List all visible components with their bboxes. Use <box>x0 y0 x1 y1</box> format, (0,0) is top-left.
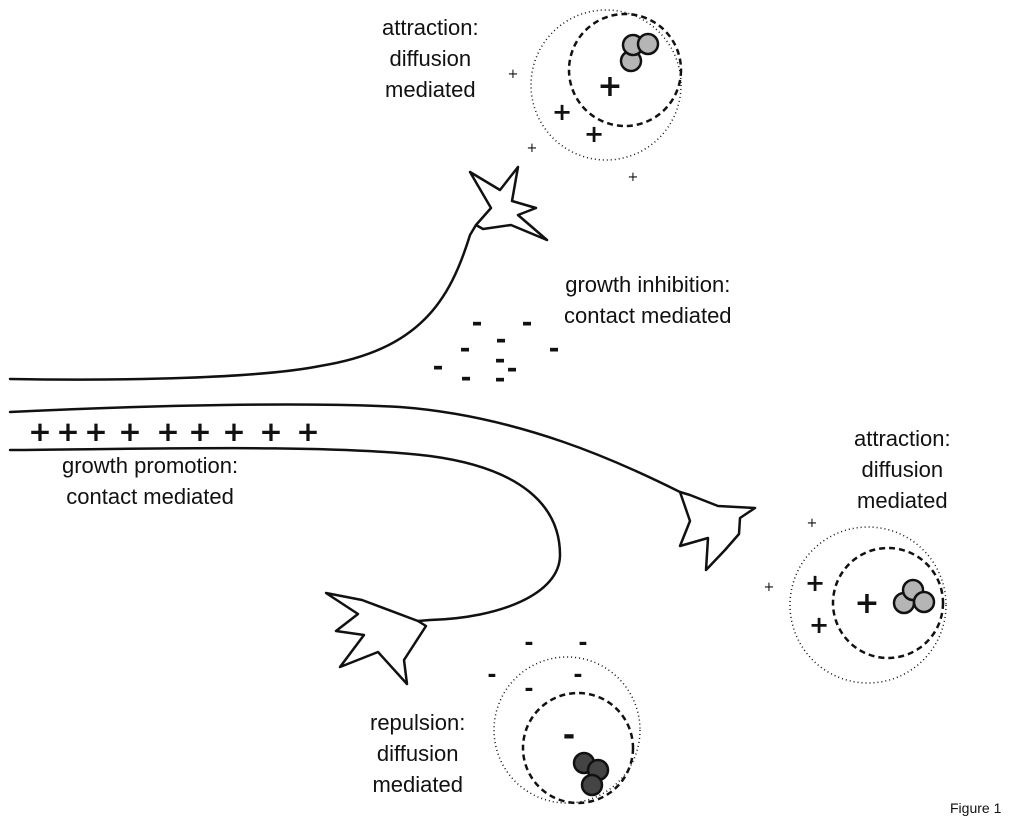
plus-sign: + <box>222 415 245 448</box>
growth-cone-right <box>678 490 757 572</box>
label-line: attraction: <box>382 15 479 40</box>
attractant-molecule <box>636 32 660 56</box>
minus-sign: - <box>522 308 533 338</box>
plus-sign: + <box>628 170 639 185</box>
plus-sign: + <box>584 120 604 148</box>
plus-sign: + <box>597 69 622 104</box>
diffusion-field-outer-top <box>530 9 682 161</box>
diffusion-field-outer-right <box>789 526 947 684</box>
minus-sign: - <box>487 663 496 688</box>
minus-sign: - <box>524 631 533 656</box>
diffusion-field-inner-bottom <box>521 691 635 805</box>
label-line: mediated <box>372 772 463 797</box>
label-line: mediated <box>857 488 948 513</box>
growth-cone-top <box>468 165 549 242</box>
minus-sign: - <box>496 325 507 355</box>
label-line: growth promotion: <box>62 453 239 478</box>
label-attraction-right: attraction: diffusion mediated <box>854 423 951 516</box>
label-line: contact mediated <box>564 303 732 328</box>
plus-sign: + <box>527 141 538 156</box>
plus-sign: + <box>805 569 825 597</box>
plus-sign: + <box>296 415 319 448</box>
growth-cone-bottom <box>324 591 428 686</box>
minus-sign: - <box>573 663 582 688</box>
plus-sign: + <box>118 415 141 448</box>
minus-sign: - <box>460 334 471 364</box>
repellent-molecule <box>580 773 604 797</box>
minus-sign: - <box>524 677 533 702</box>
plus-sign: + <box>156 415 179 448</box>
plus-sign: + <box>84 415 107 448</box>
plus-sign: + <box>259 415 282 448</box>
diffusion-field-inner-right <box>831 546 945 660</box>
axon-middle <box>8 403 682 494</box>
axon-lower <box>8 446 562 623</box>
label-growth-inhibition: growth inhibition: contact mediated <box>564 269 732 331</box>
minus-sign: - <box>495 364 506 394</box>
label-line: mediated <box>385 77 476 102</box>
plus-sign: + <box>28 415 51 448</box>
plus-sign: + <box>56 415 79 448</box>
minus-sign: - <box>578 631 587 656</box>
minus-sign: - <box>472 308 483 338</box>
minus-sign: - <box>433 352 444 382</box>
minus-sign: - <box>563 718 575 753</box>
minus-sign: - <box>495 345 506 375</box>
plus-sign: + <box>508 67 519 82</box>
label-line: growth inhibition: <box>565 272 731 297</box>
label-growth-promotion: growth promotion: contact mediated <box>62 450 238 512</box>
plus-sign: + <box>807 516 818 531</box>
attractant-molecule <box>912 590 936 614</box>
diffusion-field-inner-top <box>567 12 683 128</box>
label-repulsion: repulsion: diffusion mediated <box>370 707 465 800</box>
figure-caption: Figure 1 <box>950 800 1002 816</box>
label-line: attraction: <box>854 426 951 451</box>
plus-sign: + <box>764 580 775 595</box>
minus-sign: - <box>549 334 560 364</box>
axon-upper <box>8 223 478 381</box>
plus-sign: + <box>188 415 211 448</box>
label-line: repulsion: <box>370 710 466 735</box>
plus-sign: + <box>809 611 829 639</box>
diffusion-field-outer-bottom <box>493 656 641 804</box>
label-line: diffusion <box>389 46 472 71</box>
label-attraction-top: attraction: diffusion mediated <box>382 12 479 105</box>
label-line: contact mediated <box>66 484 234 509</box>
label-line: diffusion <box>861 457 944 482</box>
minus-sign: - <box>461 363 472 393</box>
plus-sign: + <box>854 586 879 621</box>
minus-sign: - <box>507 354 518 384</box>
plus-sign: + <box>552 98 572 126</box>
label-line: diffusion <box>376 741 459 766</box>
